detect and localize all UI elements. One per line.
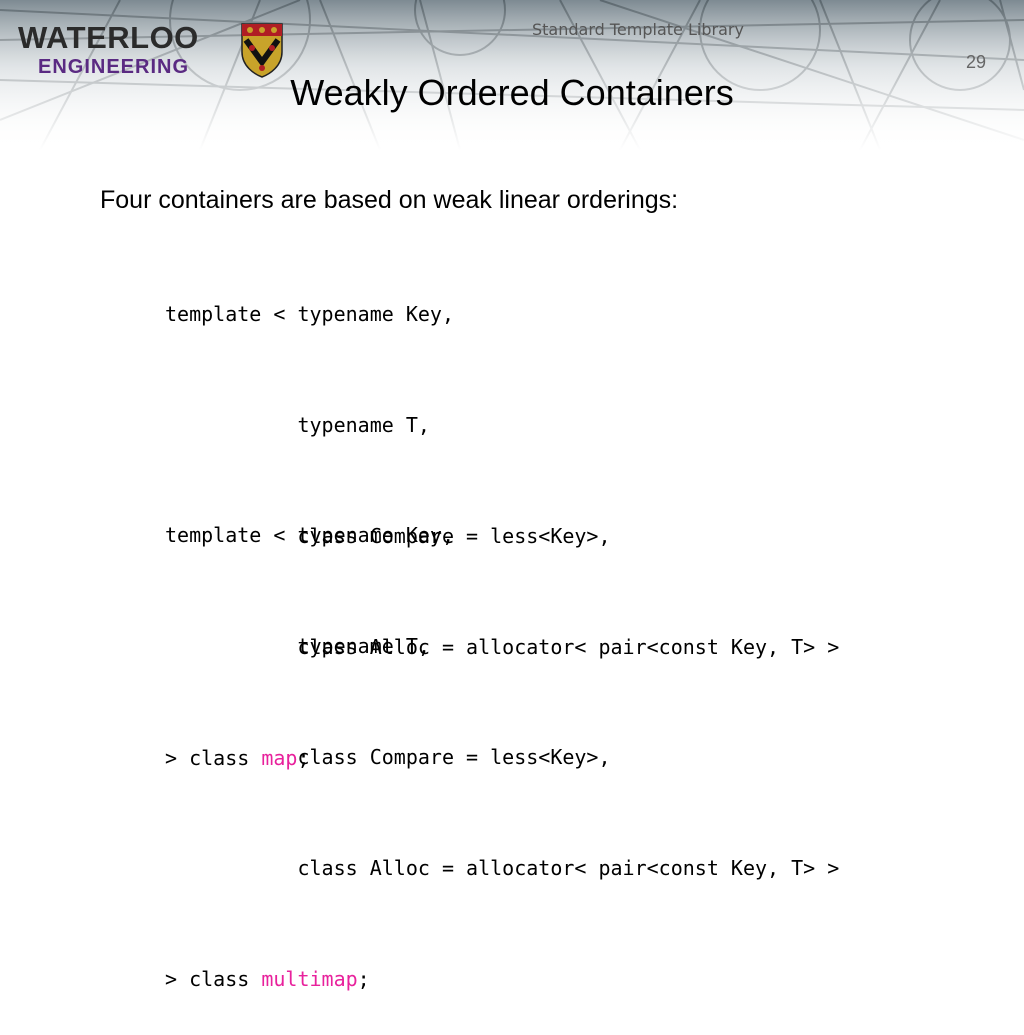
code-block-multimap: template < typename Key, typename T, cla… <box>165 443 839 1035</box>
container-name-multimap: multimap <box>261 967 358 991</box>
code-line: class Alloc = allocator< pair<const Key,… <box>165 635 840 659</box>
code-closing-suffix: ; <box>297 746 310 770</box>
code-closing-prefix: > class <box>165 967 262 991</box>
header-banner <box>0 0 1024 150</box>
intro-text: Four containers are based on weak linear… <box>100 186 679 214</box>
code-line: class Compare = less<Key>, <box>165 524 611 548</box>
code-line: class Compare = less<Key>, <box>165 745 611 769</box>
code-line: typename T, <box>165 413 430 437</box>
code-line: template < typename Key, <box>165 302 454 326</box>
slide-title: Weakly Ordered Containers <box>290 72 734 113</box>
logo-wordmark-engineering: ENGINEERING <box>38 56 190 78</box>
page-number: 29 <box>965 52 986 72</box>
logo-wordmark-waterloo: WATERLOO <box>18 20 199 55</box>
waterloo-engineering-logo: WATERLOO ENGINEERING <box>18 20 298 82</box>
code-block-map: template < typename Key, typename T, cla… <box>165 222 839 814</box>
section-title: Standard Template Library <box>532 20 744 39</box>
code-closing-line: > class multimap; <box>165 961 839 998</box>
university-crest-icon <box>241 23 283 78</box>
code-line: typename T, <box>165 634 430 658</box>
code-closing-prefix: > class <box>165 746 262 770</box>
container-name-map: map <box>261 746 298 770</box>
glass-roof-background <box>0 0 1024 150</box>
code-line: template < typename Key, <box>165 523 454 547</box>
code-line: class Alloc = allocator< pair<const Key,… <box>165 856 840 880</box>
code-closing-line: > class map; <box>165 740 839 777</box>
code-closing-suffix: ; <box>357 967 370 991</box>
